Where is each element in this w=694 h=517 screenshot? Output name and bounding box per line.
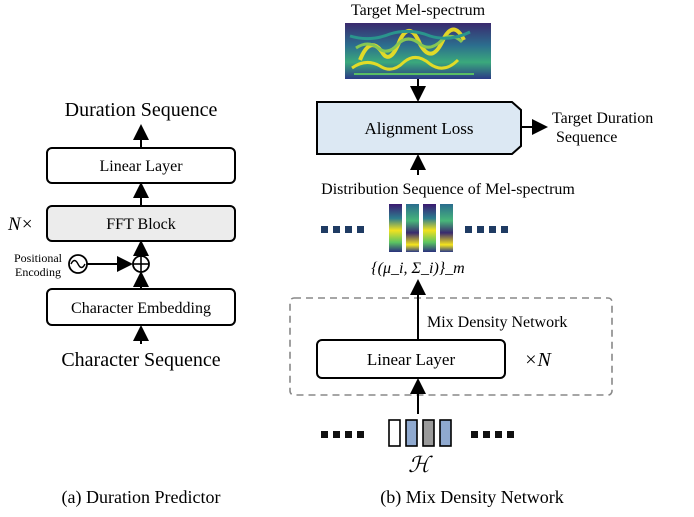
dots-right-icon bbox=[465, 226, 508, 233]
sine-wave-curve bbox=[70, 259, 86, 269]
mdn-dashed-container bbox=[289, 297, 613, 396]
duration-sequence-label: Duration Sequence bbox=[65, 99, 218, 121]
target-duration-label-1: Target Duration bbox=[552, 110, 653, 127]
fft-block-label: FFT Block bbox=[106, 216, 176, 233]
positional-encoding-label-1: Positional bbox=[14, 251, 63, 265]
character-embedding-label: Character Embedding bbox=[71, 300, 211, 317]
mdn-repeat-label: ×N bbox=[524, 349, 552, 371]
mdn-label: Mix Density Network bbox=[427, 314, 567, 331]
hidden-state bbox=[388, 419, 401, 447]
linear-layer-label: Linear Layer bbox=[99, 158, 183, 175]
distribution-column bbox=[440, 204, 453, 252]
alignment-loss-box bbox=[316, 101, 522, 155]
target-duration-label-2: Sequence bbox=[556, 129, 617, 146]
hidden-dots-left-icon bbox=[321, 431, 364, 438]
distribution-column bbox=[406, 204, 419, 252]
hidden-state bbox=[439, 419, 452, 447]
caption-b: (b) Mix Density Network bbox=[380, 487, 563, 508]
mel-spectrogram-image bbox=[345, 23, 491, 79]
mix-density-network-panel: Target Mel-spectrum Alignment Loss Targe… bbox=[289, 2, 653, 508]
hidden-dots-right-icon bbox=[471, 431, 514, 438]
distribution-column bbox=[423, 204, 436, 252]
fft-repeat-label: N× bbox=[7, 214, 34, 235]
hidden-state bbox=[405, 419, 418, 447]
hidden-state bbox=[422, 419, 435, 447]
mdn-linear-layer-label: Linear Layer bbox=[367, 350, 456, 369]
dots-left-icon bbox=[321, 226, 364, 233]
mu-sigma-label: {(μ_i, Σ_i)}_m bbox=[371, 260, 464, 277]
distribution-columns bbox=[389, 204, 453, 252]
distribution-sequence-label: Distribution Sequence of Mel-spectrum bbox=[321, 181, 575, 198]
alignment-loss-label: Alignment Loss bbox=[364, 119, 473, 138]
positional-encoding-label-2: Encoding bbox=[15, 265, 61, 279]
duration-predictor-panel: Duration Sequence Linear Layer FFT Block… bbox=[7, 99, 236, 508]
target-mel-label: Target Mel-spectrum bbox=[351, 2, 486, 19]
hidden-symbol: ℋ bbox=[408, 452, 433, 477]
character-sequence-label: Character Sequence bbox=[61, 349, 220, 371]
hidden-state-boxes bbox=[388, 419, 452, 447]
distribution-column bbox=[389, 204, 402, 252]
caption-a: (a) Duration Predictor bbox=[62, 487, 221, 508]
